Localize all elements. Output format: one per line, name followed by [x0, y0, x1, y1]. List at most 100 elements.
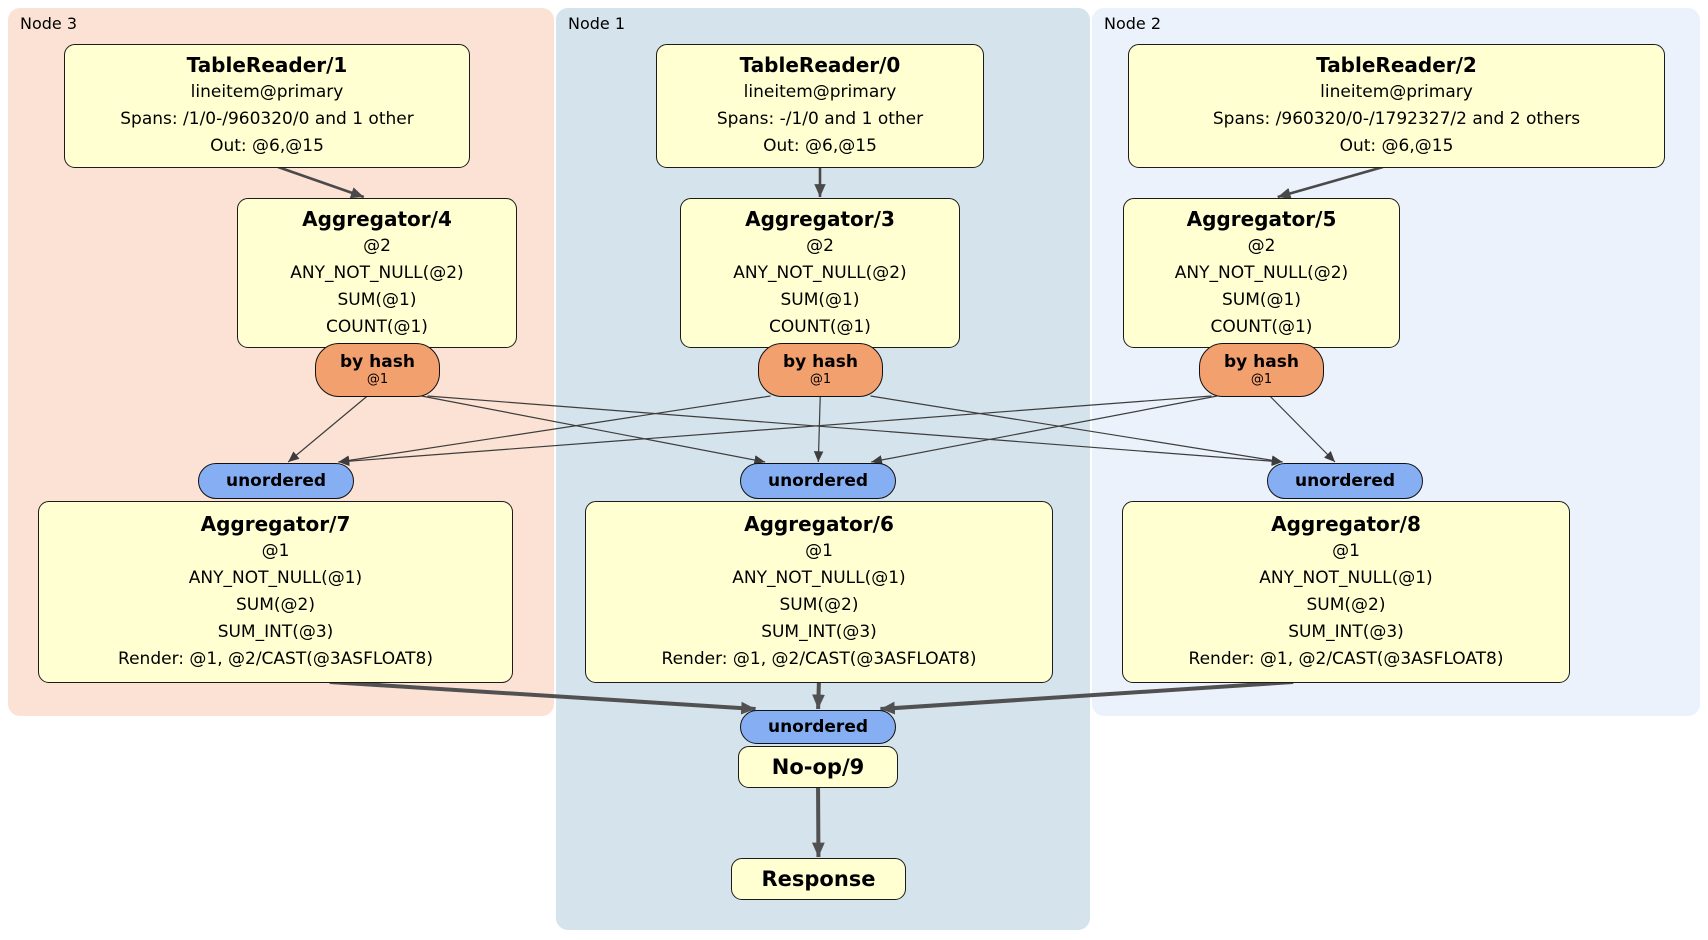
- node-line: ANY_NOT_NULL(@1): [188, 568, 363, 588]
- region-label-node-3: Node 3: [20, 14, 78, 33]
- node-line: Spans: /960320/0-/1792327/2 and 2 others: [1212, 109, 1581, 129]
- region-label-node-1: Node 1: [568, 14, 626, 33]
- node-line: ANY_NOT_NULL(@1): [732, 568, 906, 588]
- response-node: Response: [731, 858, 906, 900]
- node-line: SUM(@2): [1306, 595, 1386, 615]
- node-line: Render: @1, @2/CAST(@3ASFLOAT8): [661, 649, 977, 669]
- node-line: @1: [1332, 541, 1360, 561]
- node-line: SUM(@1): [337, 289, 417, 310]
- node-title: Aggregator/4: [302, 206, 452, 231]
- node-title: TableReader/0: [739, 53, 901, 77]
- node-line: SUM_INT(@3): [1288, 622, 1404, 642]
- node-line: lineitem@primary: [743, 82, 897, 102]
- node-line: Out: @6,@15: [1339, 136, 1454, 156]
- node-line: SUM(@2): [236, 595, 315, 615]
- sync-label: unordered: [767, 716, 869, 737]
- sync-label: unordered: [767, 470, 869, 491]
- node-line: SUM(@2): [779, 595, 859, 615]
- edge-bh3-to-un7: [338, 395, 771, 466]
- node-line: COUNT(@1): [326, 316, 428, 337]
- edge-bh3-to-un8: [870, 395, 1283, 466]
- node-line: SUM(@1): [780, 289, 860, 310]
- node-line: @1: [805, 541, 833, 561]
- edge-bh4-to-un6: [421, 395, 766, 465]
- node-line: SUM_INT(@3): [761, 622, 877, 642]
- node-title: Aggregator/8: [1271, 512, 1421, 536]
- edge-bh5-to-un6: [871, 395, 1218, 465]
- processor-no-op-9: No-op/9: [738, 746, 898, 788]
- node-line: Out: @6,@15: [763, 136, 877, 156]
- router-label: by hash: [783, 351, 858, 372]
- node-line: ANY_NOT_NULL(@2): [733, 262, 907, 283]
- node-line: @2: [1247, 235, 1276, 256]
- node-title: No-op/9: [771, 754, 865, 779]
- router-label: by hash: [1224, 351, 1299, 372]
- sync-unordered-agg8: unordered: [1267, 463, 1423, 499]
- router-key: @1: [366, 371, 389, 387]
- hash-router-agg3: by hash @1: [758, 343, 883, 397]
- node-title: TableReader/2: [1316, 53, 1477, 77]
- edge-bh4-to-un8: [427, 395, 1283, 466]
- edge-tr2-to-agg5: [1277, 165, 1384, 199]
- sync-label: unordered: [1294, 470, 1396, 491]
- node-line: COUNT(@1): [769, 316, 871, 337]
- node-title: Response: [761, 866, 876, 891]
- node-title: Aggregator/5: [1186, 206, 1337, 231]
- sync-label: unordered: [225, 470, 327, 491]
- node-line: ANY_NOT_NULL(@2): [1174, 262, 1349, 283]
- node-line: Render: @1, @2/CAST(@3ASFLOAT8): [1188, 649, 1504, 669]
- edge-bh5-to-un8: [1269, 395, 1336, 463]
- node-line: @2: [363, 235, 391, 256]
- edge-agg6-to-un9: [812, 681, 825, 710]
- node-line: lineitem@primary: [190, 82, 344, 102]
- node-title: Aggregator/3: [745, 206, 895, 231]
- edge-tr1-to-agg4: [277, 165, 365, 199]
- node-line: ANY_NOT_NULL(@1): [1259, 568, 1433, 588]
- node-line: @2: [806, 235, 834, 256]
- node-line: Out: @6,@15: [210, 136, 324, 156]
- edge-bh4-to-un7: [287, 395, 368, 463]
- node-line: lineitem@primary: [1320, 82, 1473, 102]
- hash-router-agg4: by hash @1: [315, 343, 440, 397]
- edge-bh3-to-un6: [813, 395, 824, 463]
- node-title: TableReader/1: [186, 53, 348, 77]
- node-line: Spans: -/1/0 and 1 other: [716, 109, 924, 129]
- node-line: SUM(@1): [1222, 289, 1301, 310]
- node-line: Render: @1, @2/CAST(@3ASFLOAT8): [118, 649, 433, 669]
- router-key: @1: [1250, 371, 1273, 387]
- node-line: SUM_INT(@3): [217, 622, 334, 642]
- edge-agg8-to-un9: [880, 680, 1294, 715]
- node-line: Spans: /1/0-/960320/0 and 1 other: [120, 109, 414, 129]
- node-line: @1: [261, 541, 290, 561]
- node-line: ANY_NOT_NULL(@2): [290, 262, 464, 283]
- edge-agg7-to-un9: [329, 680, 756, 715]
- region-label-node-2: Node 2: [1104, 14, 1162, 33]
- sync-unordered-agg6: unordered: [740, 463, 896, 499]
- node-title: Aggregator/6: [744, 512, 894, 536]
- sync-unordered-agg7: unordered: [198, 463, 354, 499]
- node-line: COUNT(@1): [1210, 316, 1313, 337]
- node-title: Aggregator/7: [200, 512, 351, 536]
- edge-bh5-to-un7: [338, 395, 1212, 466]
- hash-router-agg5: by hash @1: [1199, 343, 1324, 397]
- sync-unordered-noop9: unordered: [740, 710, 896, 744]
- router-label: by hash: [340, 351, 415, 372]
